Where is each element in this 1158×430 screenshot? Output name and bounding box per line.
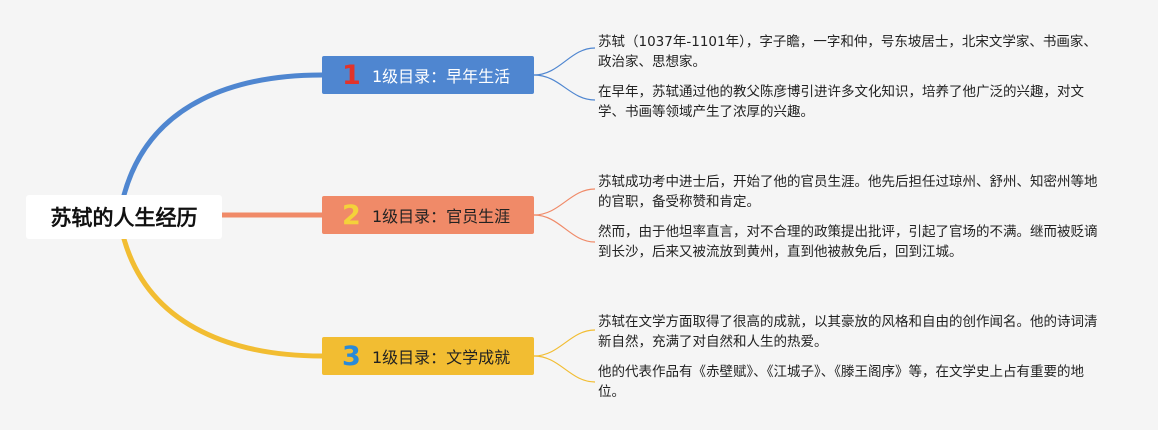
- branch-number-3: 3: [342, 340, 361, 372]
- branch-label-2: 1级目录：官员生涯: [372, 207, 511, 226]
- branch-label-1: 1级目录：早年生活: [372, 67, 511, 86]
- root-topic[interactable]: 苏轼的人生经历: [26, 195, 222, 239]
- connector-b2-note-1: [533, 188, 596, 216]
- branch-number-2: 2: [342, 199, 361, 231]
- note-1-2[interactable]: 在早年，苏轼通过他的教父陈彦博引进许多文化知识，培养了他广泛的兴趣，对文学、书画…: [598, 84, 1084, 120]
- connector-b1-note-1: [533, 47, 596, 76]
- note-1-1[interactable]: 苏轼（1037年-1101年），字子瞻，一字和仲，号东坡居士，北宋文学家、书画家…: [598, 34, 1097, 70]
- connector-root-branch-3: [121, 236, 325, 359]
- branch-topic-3[interactable]: 3 1级目录：文学成就: [322, 337, 534, 375]
- root-topic-label: 苏轼的人生经历: [50, 206, 198, 230]
- branch-topic-1[interactable]: 1 1级目录：早年生活: [322, 56, 534, 94]
- note-2-1[interactable]: 苏轼成功考中进士后，开始了他的官员生涯。他先后担任过琼州、舒州、知密州等地的官职…: [598, 174, 1098, 210]
- connector-b1-note-2: [533, 74, 596, 101]
- note-3-2[interactable]: 他的代表作品有《赤壁赋》、《江城子》、《滕王阁序》等，在文学史上占有重要的地位。: [598, 364, 1084, 400]
- connector-b3-note-2: [533, 355, 596, 383]
- connector-b2-note-2: [533, 214, 596, 243]
- note-3-1[interactable]: 苏轼在文学方面取得了很高的成就，以其豪放的风格和自由的创作闻名。他的诗词清新自然…: [598, 314, 1098, 350]
- branch-topic-2[interactable]: 2 1级目录：官员生涯: [322, 196, 534, 234]
- branch-label-3: 1级目录：文学成就: [372, 348, 511, 367]
- connector-b3-note-1: [533, 329, 596, 357]
- connector-root-branch-1: [121, 72, 325, 198]
- note-2-2[interactable]: 然而，由于他坦率直言，对不合理的政策提出批评，引起了官场的不满。继而被贬谪到长沙…: [598, 224, 1098, 260]
- branch-number-1: 1: [342, 59, 361, 91]
